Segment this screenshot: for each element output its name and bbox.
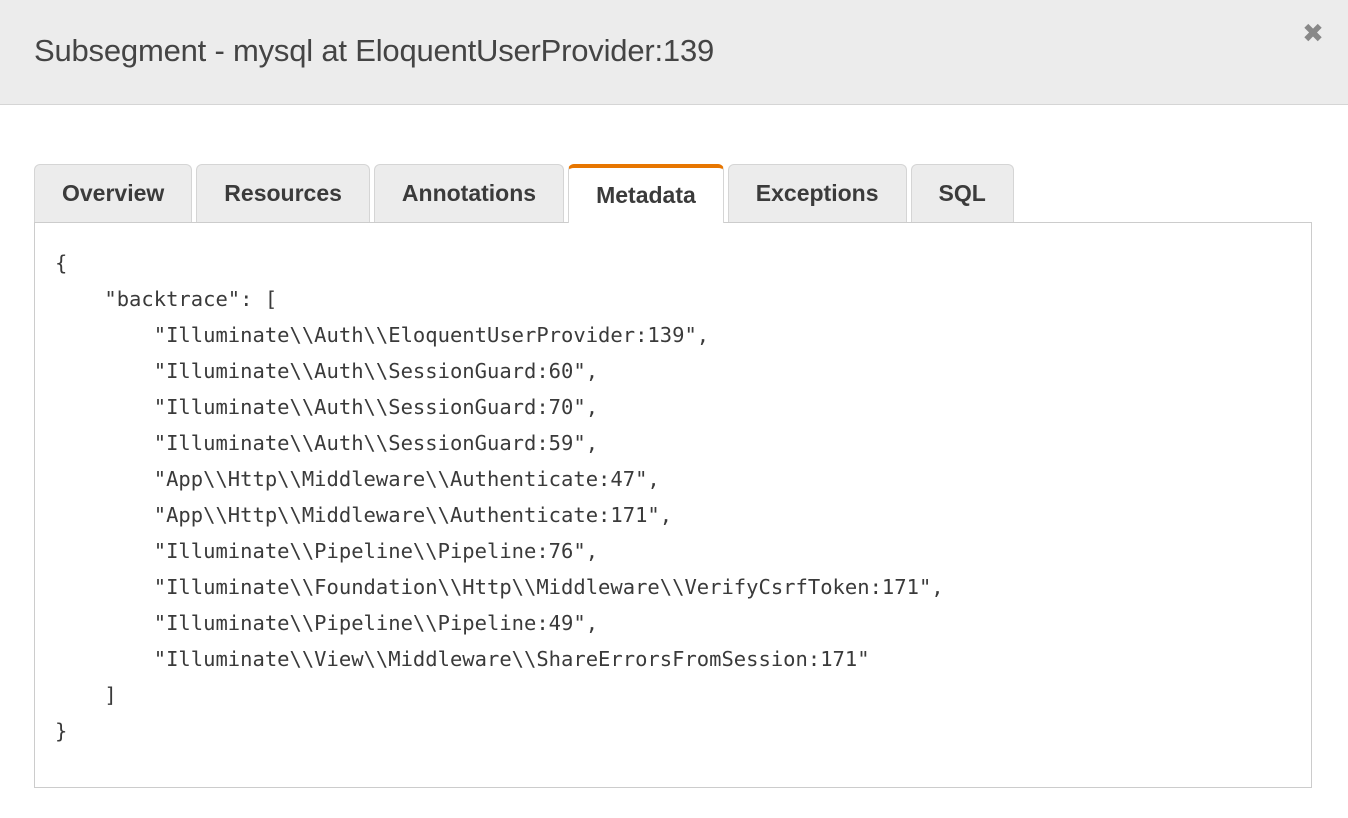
tab-sql[interactable]: SQL: [910, 164, 1014, 222]
page-title: Subsegment - mysql at EloquentUserProvid…: [34, 33, 715, 68]
tab-resources[interactable]: Resources: [196, 164, 370, 222]
tab-label: Overview: [62, 180, 165, 206]
close-icon[interactable]: ✖: [1296, 17, 1330, 51]
tab-label: Resources: [224, 180, 342, 206]
tab-exceptions[interactable]: Exceptions: [727, 164, 907, 222]
metadata-panel[interactable]: { "backtrace": [ "Illuminate\\Auth\\Eloq…: [34, 222, 1312, 788]
tab-list: Overview Resources Annotations Metadata …: [34, 164, 1348, 223]
tab-metadata[interactable]: Metadata: [568, 164, 724, 223]
tab-overview[interactable]: Overview: [34, 164, 193, 222]
tabs-region: Overview Resources Annotations Metadata …: [0, 105, 1348, 223]
tab-label: Annotations: [401, 180, 537, 206]
tab-label: SQL: [938, 180, 986, 206]
tab-label: Metadata: [596, 182, 696, 208]
tab-label: Exceptions: [755, 180, 879, 206]
modal-header: Subsegment - mysql at EloquentUserProvid…: [0, 0, 1348, 105]
metadata-json-content: { "backtrace": [ "Illuminate\\Auth\\Eloq…: [55, 251, 944, 743]
tab-annotations[interactable]: Annotations: [373, 164, 565, 222]
